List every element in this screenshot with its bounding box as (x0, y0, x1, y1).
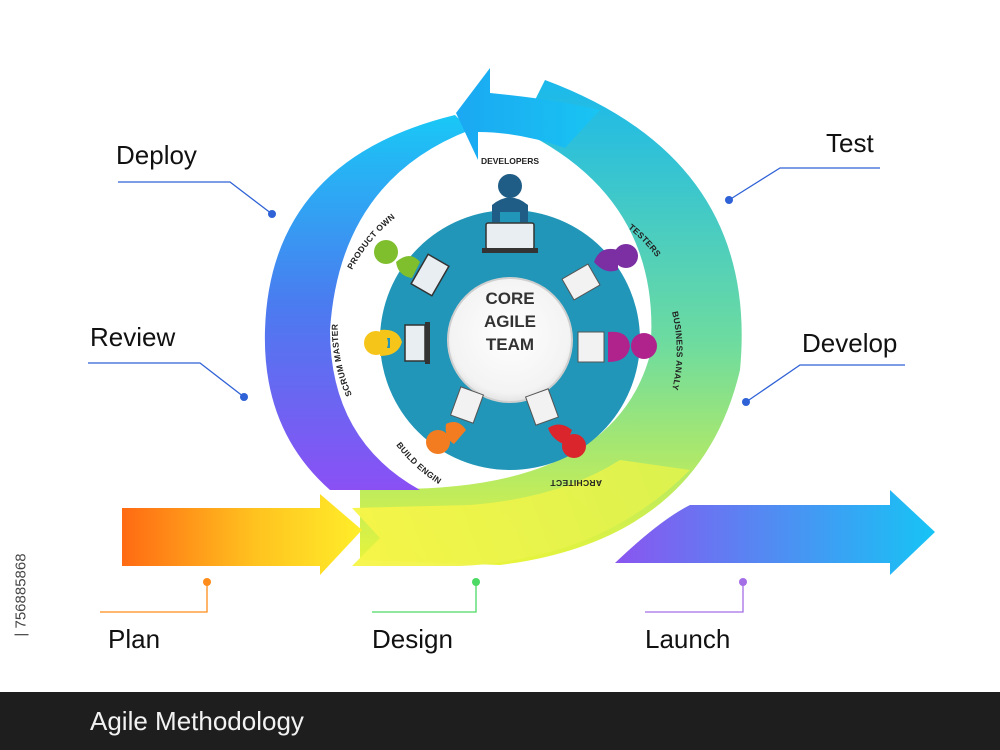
role-developers: DEVELOPERS (481, 156, 539, 166)
launch-arrow (615, 490, 935, 575)
phase-launch-label: Launch (645, 624, 731, 654)
phase-develop-label: Develop (802, 328, 898, 358)
test-connector (728, 167, 880, 201)
launch-connector-dot (739, 578, 747, 586)
cycle-arc-right (360, 80, 742, 565)
deploy-connector (118, 181, 273, 215)
stock-id-strip: | 756885868 (6, 500, 36, 690)
cycle-arrowhead (456, 68, 600, 160)
center-line-1: CORE (485, 289, 534, 308)
plan-arrow (122, 494, 362, 575)
stock-id-text: | 756885868 (12, 553, 30, 637)
architect-seat (524, 388, 586, 458)
review-connector-dot (240, 393, 248, 401)
business-analyst-seat (577, 331, 657, 363)
develop-connector (745, 364, 905, 403)
product-owner-seat (374, 240, 450, 297)
phase-plan-label: Plan (108, 624, 161, 654)
design-connector-dot (472, 578, 480, 586)
deploy-connector-dot (268, 210, 276, 218)
cycle-arc-left (264, 115, 470, 490)
phase-design-label: Design (372, 624, 453, 654)
scrum-master-seat (364, 322, 430, 364)
footer-bar (0, 692, 1000, 750)
role-build-engineer: BUILD ENGINEER (0, 0, 443, 486)
plan-connector (100, 582, 208, 613)
review-connector (88, 362, 245, 398)
design-connector (372, 582, 477, 613)
core-center-disc (447, 277, 573, 403)
phase-connectors (88, 167, 905, 403)
phase-deploy-label: Deploy (116, 140, 197, 170)
developers-seat (482, 174, 538, 253)
develop-connector-dot (742, 398, 750, 406)
plan-connector-dot (203, 578, 211, 586)
svg-text:BUILD ENGINEER: BUILD ENGINEER (0, 0, 443, 486)
testers-seat (561, 244, 638, 301)
launch-connector (645, 582, 744, 613)
phase-test-label: Test (826, 128, 874, 158)
phase-review-label: Review (90, 322, 176, 352)
role-architect: ARCHITECT (550, 478, 602, 488)
center-line-2: AGILE (484, 312, 536, 331)
footer-title: Agile Methodology (90, 706, 304, 736)
design-arrow (352, 460, 690, 566)
build-engineer-seat (426, 386, 485, 454)
center-line-3: TEAM (486, 335, 534, 354)
test-connector-dot (725, 196, 733, 204)
svg-text:ARCHITECT: ARCHITECT (550, 478, 602, 488)
